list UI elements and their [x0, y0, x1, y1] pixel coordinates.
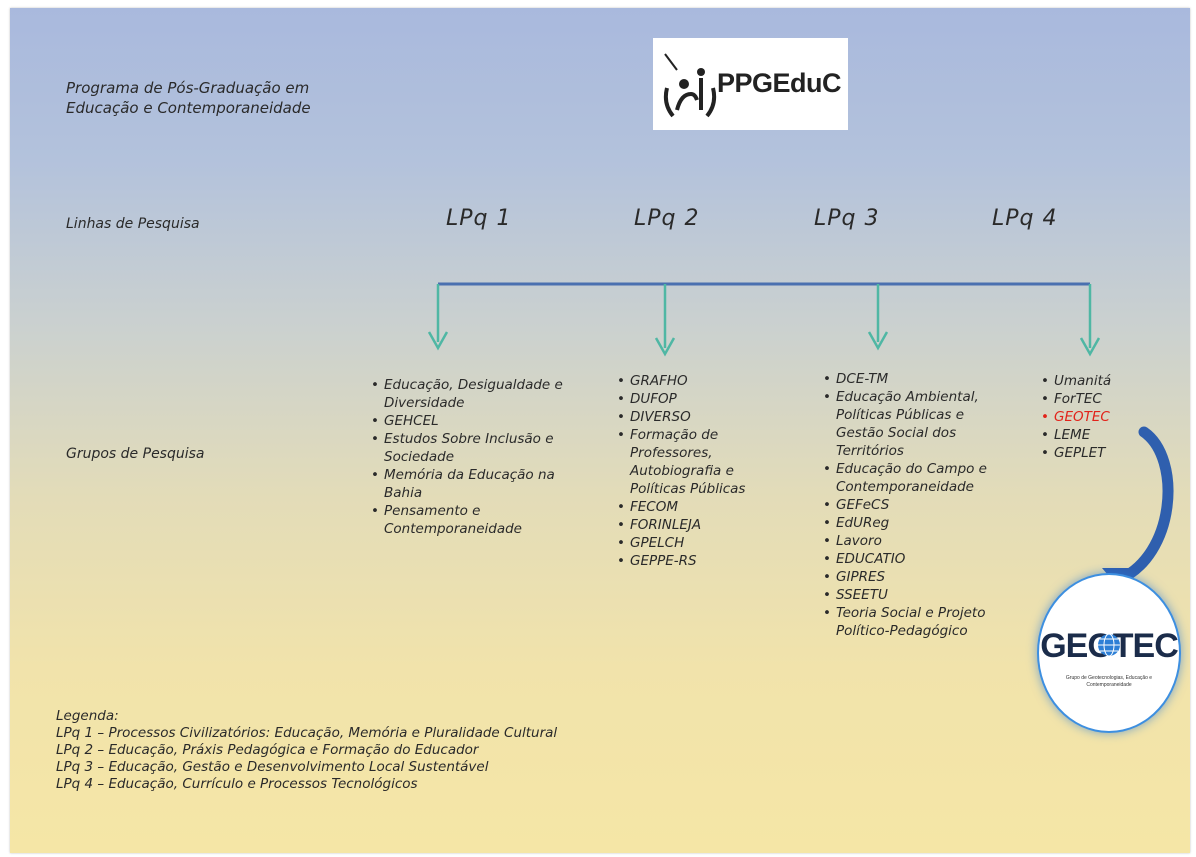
- list-item-highlighted: GEOTEC: [1040, 408, 1150, 426]
- arrow-lpq-3: [867, 284, 889, 351]
- list-item: GPELCH: [616, 534, 776, 552]
- legend-item: LPq 4 – Educação, Currículo e Processos …: [56, 776, 418, 792]
- diagram-canvas: Programa de Pós-Graduação em Educação e …: [10, 8, 1190, 853]
- list-item: GRAFHO: [616, 372, 776, 390]
- program-title-line2: Educação e Contemporaneidade: [66, 99, 311, 117]
- list-item: GEPPE-RS: [616, 552, 776, 570]
- list-item: EDUCATIO: [822, 550, 998, 568]
- program-title-line1: Programa de Pós-Graduação em: [66, 79, 310, 97]
- arrow-lpq-1: [427, 284, 449, 351]
- list-item: GEHCEL: [370, 412, 592, 430]
- list-item: GEPLET: [1040, 444, 1150, 462]
- lines-label: Linhas de Pesquisa: [66, 216, 200, 232]
- lpq-1-heading: LPq 1: [446, 206, 512, 231]
- list-item: Teoria Social e Projeto Político-Pedagóg…: [822, 604, 998, 640]
- groups-list-lpq-4: Umanitá ForTEC GEOTEC LEME GEPLET: [1040, 372, 1150, 462]
- list-item: DIVERSO: [616, 408, 776, 426]
- groups-list-lpq-2: GRAFHO DUFOP DIVERSO Formação de Profess…: [616, 372, 776, 570]
- program-title: Programa de Pós-Graduação em Educação e …: [66, 78, 366, 118]
- groups-label: Grupos de Pesquisa: [66, 446, 205, 462]
- lpq-4-heading: LPq 4: [992, 206, 1058, 231]
- list-item: EdUReg: [822, 514, 998, 532]
- legend-item: LPq 2 – Educação, Práxis Pedagógica e Fo…: [56, 742, 479, 758]
- list-item: Formação de Professores, Autobiografia e…: [616, 426, 776, 498]
- logo-text: PPGEduC: [717, 68, 842, 98]
- groups-list-lpq-1: Educação, Desigualdade e Diversidade GEH…: [370, 376, 592, 538]
- geotec-badge: GEOTEC Grupo de Geotecnologias, Educação…: [1037, 573, 1181, 733]
- list-item: GIPRES: [822, 568, 998, 586]
- list-item: Umanitá: [1040, 372, 1150, 390]
- list-item: Educação, Desigualdade e Diversidade: [370, 376, 592, 412]
- list-item: Lavoro: [822, 532, 998, 550]
- badge-subtitle: Grupo de Geotecnologias, Educação e Cont…: [1065, 675, 1153, 688]
- legend-item: LPq 3 – Educação, Gestão e Desenvolvimen…: [56, 759, 489, 775]
- ppgeduc-logo: PPGEduC: [653, 38, 848, 130]
- legend: Legenda: LPq 1 – Processos Civilizatório…: [56, 708, 557, 793]
- globe-icon: [1098, 633, 1120, 657]
- list-item: Memória da Educação na Bahia: [370, 466, 592, 502]
- logo-figure-icon: [663, 53, 717, 118]
- lpq-3-heading: LPq 3: [814, 206, 880, 231]
- arrow-lpq-2: [654, 284, 676, 357]
- list-item: DUFOP: [616, 390, 776, 408]
- groups-list-lpq-3: DCE-TM Educação Ambiental, Políticas Púb…: [822, 370, 998, 640]
- list-item: ForTEC: [1040, 390, 1150, 408]
- list-item: GEFeCS: [822, 496, 998, 514]
- list-item: FORINLEJA: [616, 516, 776, 534]
- list-item: DCE-TM: [822, 370, 998, 388]
- lpq-2-heading: LPq 2: [634, 206, 700, 231]
- list-item: SSEETU: [822, 586, 998, 604]
- list-item: FECOM: [616, 498, 776, 516]
- list-item: Estudos Sobre Inclusão e Sociedade: [370, 430, 592, 466]
- legend-item: LPq 1 – Processos Civilizatórios: Educaç…: [56, 725, 558, 741]
- list-item: Educação do Campo e Contemporaneidade: [822, 460, 998, 496]
- legend-title: Legenda:: [56, 708, 119, 724]
- list-item: Pensamento e Contemporaneidade: [370, 502, 592, 538]
- list-item: Educação Ambiental, Políticas Públicas e…: [822, 388, 998, 460]
- arrow-lpq-4: [1079, 284, 1101, 357]
- list-item: LEME: [1040, 426, 1150, 444]
